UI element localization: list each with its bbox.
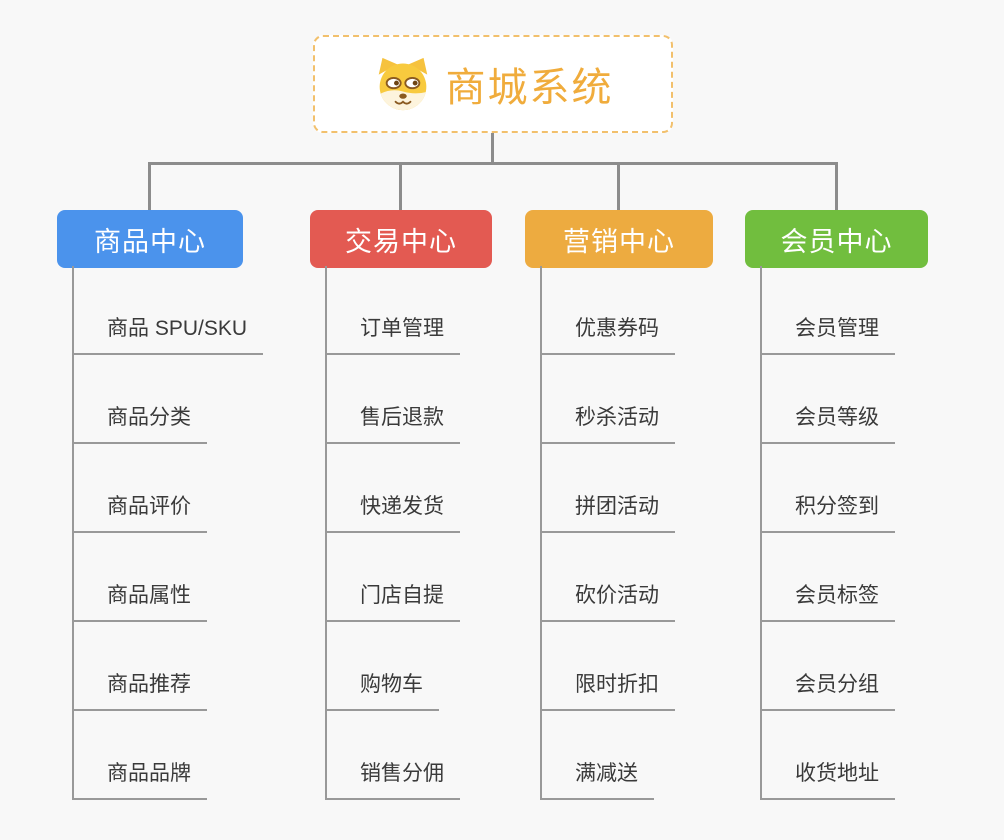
child-item[interactable]: 满减送 [542, 711, 654, 800]
branch-node-trade-center[interactable]: 交易中心 [310, 210, 492, 268]
root-title: 商城系统 [445, 66, 614, 110]
connector-branch-stub [617, 162, 620, 210]
child-item[interactable]: 销售分佣 [327, 711, 460, 800]
dog-face-icon [378, 57, 427, 111]
child-item[interactable]: 快递发货 [327, 444, 460, 533]
child-item[interactable]: 商品分类 [74, 355, 207, 444]
child-item[interactable]: 积分签到 [762, 444, 895, 533]
child-item[interactable]: 砍价活动 [542, 533, 675, 622]
child-item[interactable]: 会员标签 [762, 533, 895, 622]
child-tree-product-center: 商品 SPU/SKU 商品分类 商品评价 商品属性 商品推荐 商品品牌 [72, 266, 264, 800]
child-item[interactable]: 购物车 [327, 622, 439, 711]
child-item[interactable]: 会员管理 [762, 266, 895, 355]
child-item[interactable]: 商品推荐 [74, 622, 207, 711]
child-tree-trade-center: 订单管理 售后退款 快递发货 门店自提 购物车 销售分佣 [325, 266, 460, 800]
child-item[interactable]: 收货地址 [762, 711, 895, 800]
branch-node-marketing-center[interactable]: 营销中心 [525, 210, 713, 268]
child-item[interactable]: 会员等级 [762, 355, 895, 444]
connector-branch-stub [835, 162, 838, 210]
child-item[interactable]: 售后退款 [327, 355, 460, 444]
child-item[interactable]: 门店自提 [327, 533, 460, 622]
child-item[interactable]: 优惠券码 [542, 266, 675, 355]
branch-node-product-center[interactable]: 商品中心 [57, 210, 243, 268]
child-item[interactable]: 秒杀活动 [542, 355, 675, 444]
connector-branch-stub [148, 162, 151, 210]
branch-node-member-center[interactable]: 会员中心 [745, 210, 928, 268]
child-item[interactable]: 拼团活动 [542, 444, 675, 533]
child-item[interactable]: 会员分组 [762, 622, 895, 711]
child-item[interactable]: 限时折扣 [542, 622, 675, 711]
child-item[interactable]: 商品品牌 [74, 711, 207, 800]
connector-horizontal [148, 162, 838, 165]
connector-branch-stub [399, 162, 402, 210]
root-node-mall-system[interactable]: 商城系统 [313, 35, 673, 133]
child-item[interactable]: 商品属性 [74, 533, 207, 622]
connector-root-stub [491, 133, 494, 163]
child-item[interactable]: 商品 SPU/SKU [74, 266, 264, 355]
child-tree-member-center: 会员管理 会员等级 积分签到 会员标签 会员分组 收货地址 [760, 266, 895, 800]
child-tree-marketing-center: 优惠券码 秒杀活动 拼团活动 砍价活动 限时折扣 满减送 [540, 266, 675, 800]
child-item[interactable]: 商品评价 [74, 444, 207, 533]
child-item[interactable]: 订单管理 [327, 266, 460, 355]
